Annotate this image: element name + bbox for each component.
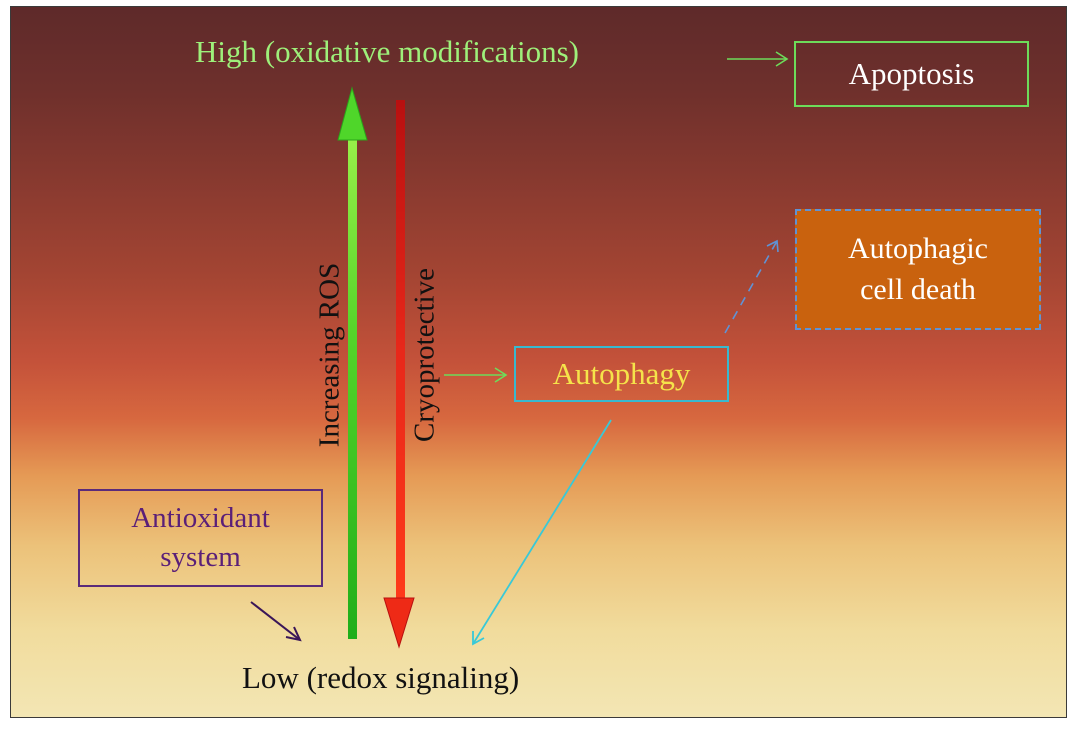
high-level-label: High (oxidative modifications) <box>195 34 579 69</box>
antioxidant-to-low-arrow <box>250 601 302 642</box>
autophagic-cell-death-box: Autophagic cell death <box>795 209 1041 330</box>
low-level-label: Low (redox signaling) <box>242 660 520 695</box>
antioxidant-system-label: Antioxidant system <box>131 501 270 573</box>
apoptosis-label: Apoptosis <box>848 56 975 91</box>
autophagy-label: Autophagy <box>552 356 691 391</box>
diagram-frame <box>10 6 1067 718</box>
autophagy-to-cell-death-arrow <box>724 239 779 334</box>
increasing-ros-label: Increasing ROS <box>313 262 346 448</box>
cryoprotective-arrow <box>383 100 415 649</box>
antioxidant-system-box: Antioxidant system <box>78 489 323 587</box>
cryoprotective-to-autophagy-arrow <box>444 367 508 383</box>
increasing-ros-arrow <box>337 86 368 639</box>
autophagy-to-low-arrow <box>472 419 612 646</box>
autophagic-cell-death-label: Autophagic cell death <box>848 232 988 306</box>
high-to-apoptosis-arrow <box>727 51 789 67</box>
autophagy-box: Autophagy <box>514 346 729 402</box>
cryoprotective-label: Cryoprotective <box>408 268 441 442</box>
apoptosis-box: Apoptosis <box>794 41 1029 107</box>
